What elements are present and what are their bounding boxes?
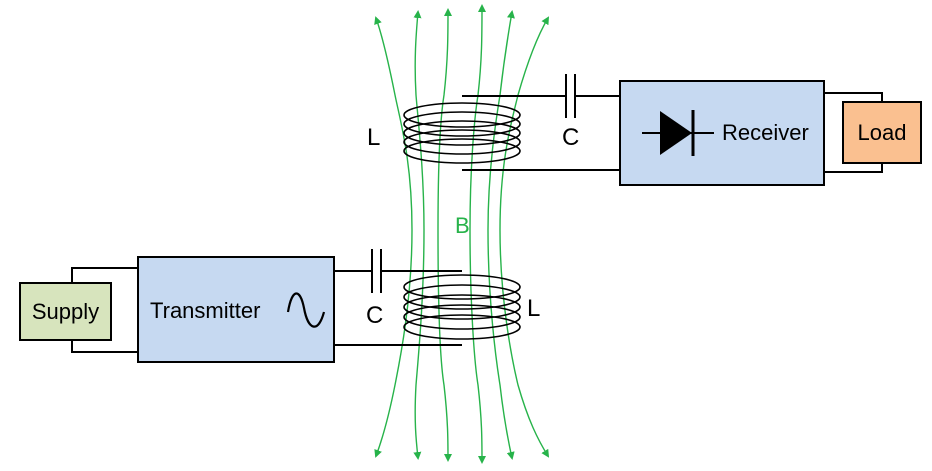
field-line-down-3: [437, 229, 452, 462]
tx-capacitor-label: C: [366, 302, 383, 329]
tx-inductor-label: L: [527, 295, 540, 322]
tx-capacitor-symbol: [371, 249, 382, 293]
wire-supply-tx-bottom: [71, 340, 138, 353]
wire-supply-tx-top: [71, 267, 138, 283]
field-line-up-3: [437, 8, 452, 231]
field-line-down-5: [487, 229, 515, 460]
load-block: Load: [842, 101, 922, 164]
field-line-up-5: [487, 10, 515, 231]
field-line-up-6: [499, 16, 550, 231]
diode-icon: [642, 110, 714, 156]
transmitter-label: Transmitter: [150, 298, 260, 323]
field-line-up-4: [469, 4, 486, 231]
receiver-block: Receiver: [619, 80, 825, 186]
field-line-up-2: [413, 10, 425, 231]
field-line-down-2: [413, 229, 425, 460]
rx-coil: [403, 102, 521, 164]
rx-inductor-label: L: [367, 124, 380, 151]
field-line-up-1: [374, 16, 413, 231]
supply-label: Supply: [32, 299, 99, 324]
tx-coil: [403, 274, 521, 340]
receiver-label: Receiver: [722, 120, 809, 145]
supply-block: Supply: [19, 282, 112, 341]
rx-capacitor-symbol: [565, 74, 576, 118]
rx-capacitor-label: C: [562, 124, 579, 151]
field-label: B: [455, 213, 470, 238]
wire-rx-load-bottom: [824, 163, 883, 173]
ac-sine-wave-icon: [286, 292, 326, 328]
transmitter-block: Transmitter: [137, 256, 335, 363]
load-label: Load: [858, 120, 907, 145]
wire-rx-load-top: [824, 92, 883, 102]
field-line-down-4: [469, 229, 486, 464]
wires: [71, 92, 883, 353]
field-line-down-6: [499, 229, 550, 458]
